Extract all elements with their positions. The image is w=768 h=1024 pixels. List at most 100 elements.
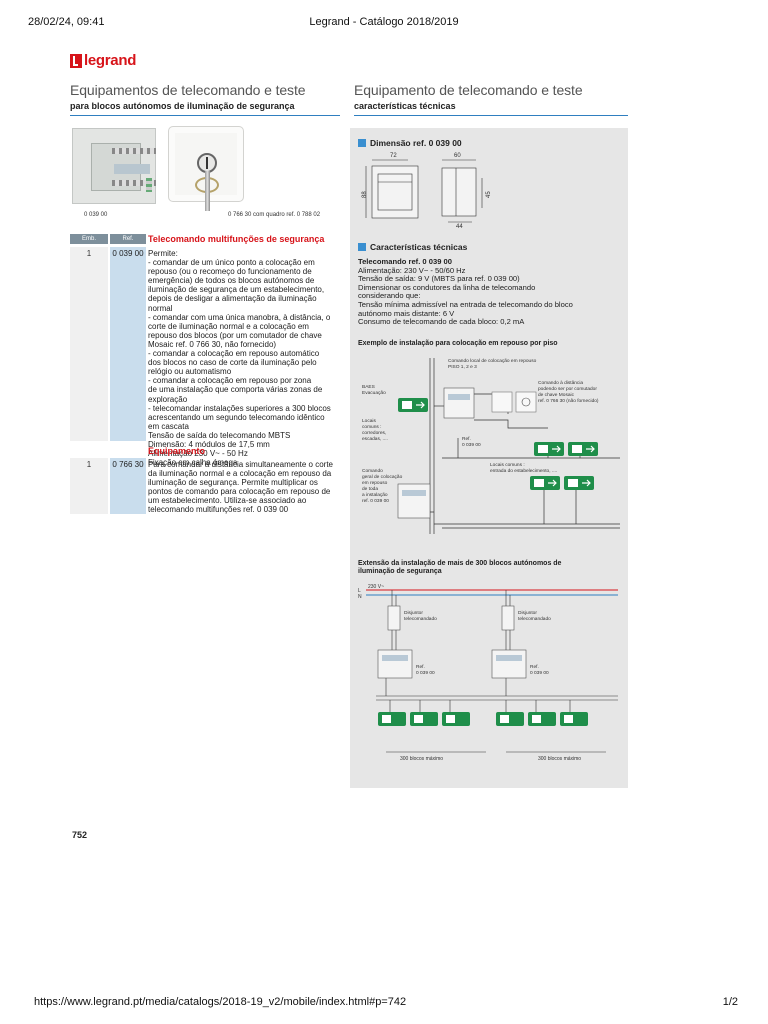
row2-description-line: telecomando multifunções ref. 0 039 00 xyxy=(148,505,289,515)
spec-line: Telecomando ref. 0 039 00 xyxy=(358,257,452,266)
row1-description-line: depois de desligar a alimentação da ilum… xyxy=(148,294,317,304)
row1-description-line: - comandar com uma única manobra, à dist… xyxy=(148,312,331,322)
image-caption-1: 0 039 00 xyxy=(84,212,108,218)
right-section-subtitle: características técnicas xyxy=(354,101,456,111)
row1-description-line: acrescentando um segundo telecomando idê… xyxy=(148,412,325,422)
label-common-places-entrance: Locais comuns : entrada do estabelecimen… xyxy=(490,462,557,474)
spec-line: Tensão mínima admissível na entrada de t… xyxy=(358,299,573,309)
specs-heading-text: Características técnicas xyxy=(370,242,468,252)
legrand-logo: legrand xyxy=(70,52,136,69)
row1-description-line: Permite: xyxy=(148,249,178,258)
row2-emb: 1 xyxy=(70,458,108,514)
label-common-places: Locais comuns : corredores, escadas, ...… xyxy=(362,418,388,442)
label-remote-command: Comando à distância podendo ser por comu… xyxy=(538,380,599,404)
dim-depth: 60 xyxy=(454,153,461,159)
telecommand-unit-a xyxy=(377,649,413,679)
row2-description-line: Para comandar à distância simultaneament… xyxy=(148,460,333,469)
dimension-heading-text: Dimensão ref. 0 039 00 xyxy=(370,138,462,148)
exit-sign-corridor-2 xyxy=(568,442,598,456)
row2-description-line: pontos de comando para colocação em repo… xyxy=(148,487,331,497)
spec-line: Tensão de saída: 9 V (MBTS para ref. 0 0… xyxy=(358,274,520,284)
row1-description-line: Dimensão: 4 módulos de 17,5 mm xyxy=(148,439,270,449)
technical-panel: Dimensão ref. 0 039 00 72 60 88 45 44 Ca… xyxy=(350,128,628,788)
row1-description-line: repouso (ou o recomeço do funcionamento … xyxy=(148,267,312,277)
exit-sign-corridor-1 xyxy=(534,442,564,456)
table-header-ref: Ref. xyxy=(110,234,146,244)
row1-description-line: - comandar de um único ponto a colocação… xyxy=(148,258,315,268)
example1-title: Exemplo de instalação para colocação em … xyxy=(358,340,558,347)
label-max-blocks-a: 300 blocos máximo xyxy=(400,756,443,762)
breaker-1 xyxy=(387,605,401,631)
page-number: 752 xyxy=(72,830,88,840)
label-general-command: Comando geral de colocação em repouso de… xyxy=(362,468,404,504)
spec-line: autónomo mais distante: 6 V xyxy=(358,308,455,318)
label-max-blocks-b: 300 blocos máximo xyxy=(538,756,581,762)
row1-description-line: Alimentação 230 V~ - 50 Hz xyxy=(148,449,248,459)
row1-description-line: Tensão de saída do telecomando MBTS xyxy=(148,430,291,440)
row1-description-line: - comandar a colocação em repouso por zo… xyxy=(148,376,312,386)
label-local-command: Comando local de colocação em repouso PI… xyxy=(448,358,538,370)
exit-sign-entrance-1 xyxy=(530,476,560,490)
row1-description-line: exploração xyxy=(148,394,188,404)
exit-sign-group-b xyxy=(496,712,588,726)
right-section-title: Equipamento de telecomando e teste xyxy=(354,82,583,98)
section-title-equipment: Equipamento xyxy=(148,446,206,456)
legrand-logo-text: legrand xyxy=(84,52,137,69)
legrand-logo-mark-icon xyxy=(70,53,82,68)
example2-title-line1: Extensão da instalação de mais de 300 bl… xyxy=(358,560,562,567)
row1-description-line: - telecomandar instalações superiores a … xyxy=(148,403,331,413)
row1-description-line: relógio ou automatismo xyxy=(148,367,232,377)
right-title-rule xyxy=(354,115,628,116)
left-section-title: Equipamentos de telecomando e teste xyxy=(70,82,306,98)
example2-title: Extensão da instalação de mais de 300 bl… xyxy=(358,560,561,576)
dimension-drawing: 72 60 88 45 44 xyxy=(362,153,492,228)
row1-description-line: iluminação de segurança de um estabeleci… xyxy=(148,285,325,295)
spec-line: Consumo de telecomando de cada bloco: 0,… xyxy=(358,317,525,327)
telecommand-unit-general xyxy=(397,483,431,519)
row1-description-line: - comandar a colocação em repouso automá… xyxy=(148,349,320,359)
label-ref-1: Ref. 0 039 00 xyxy=(462,436,481,448)
label-L: L xyxy=(358,588,361,594)
print-url[interactable]: https://www.legrand.pt/media/catalogs/20… xyxy=(34,996,407,1008)
example2-diagram: L N 230 V~ Disjuntor telecomandado Disju… xyxy=(358,584,618,762)
spec-line: Alimentação: 230 V~ - 50/60 Hz xyxy=(358,265,466,275)
spec-line: Dimensionar os condutores da linha de te… xyxy=(358,282,536,292)
row1-description-line: Mosaic ref. 0 766 30, não fornecido) xyxy=(148,339,277,349)
row1-description-line: em cascata xyxy=(148,421,189,431)
label-ref-a: Ref. 0 039 00 xyxy=(416,664,435,676)
print-title: Legrand - Catálogo 2018/2019 xyxy=(309,16,459,28)
row1-description-line: emergência) de todos os blocos autónomos… xyxy=(148,276,315,286)
exit-sign-group-a xyxy=(378,712,470,726)
exit-sign-baes xyxy=(398,398,428,412)
row1-description-line: Fixação em calha ómega xyxy=(148,458,238,468)
heading-square-icon xyxy=(358,139,366,147)
row2-description-line: da iluminação normal e a colocação em re… xyxy=(148,469,332,479)
local-switch xyxy=(491,391,513,413)
example2-title-line2: iluminação de segurança xyxy=(358,568,442,575)
row1-description-line: repouso dos blocos (por um comutador de … xyxy=(148,330,322,340)
table-header-emb: Emb. xyxy=(70,234,108,244)
label-N: N xyxy=(358,594,362,600)
row2-description-line: iluminação de segurança. Permite multipl… xyxy=(148,478,318,488)
left-title-rule xyxy=(70,115,340,116)
row1-description: Permite:- comandar de um único ponto a c… xyxy=(148,249,348,467)
dim-width: 72 xyxy=(390,153,397,159)
telecommand-device-image xyxy=(72,128,156,204)
key-switch-remote xyxy=(515,391,537,413)
left-section-subtitle: para blocos autónomos de iluminação de s… xyxy=(70,101,295,111)
row1-emb: 1 xyxy=(70,247,108,441)
row2-description: Para comandar à distância simultaneament… xyxy=(148,460,348,515)
exit-sign-entrance-2 xyxy=(564,476,594,490)
print-datetime: 28/02/24, 09:41 xyxy=(28,16,105,28)
label-breaker-2: Disjuntor telecomandado xyxy=(518,610,551,622)
spec-line: considerando que: xyxy=(358,291,421,301)
label-voltage: 230 V~ xyxy=(368,584,384,590)
row1-description-line: corte de iluminação normal e a colocação… xyxy=(148,321,309,331)
row2-description-line: um estabelecimento. Utiliza-se associado… xyxy=(148,496,307,506)
row1-description-line: de uma instalação que comporta várias zo… xyxy=(148,385,323,395)
dim-module: 44 xyxy=(456,224,463,228)
row1-description-line: dos blocos no caso de corte da iluminaçã… xyxy=(148,358,317,368)
label-ref-b: Ref. 0 039 00 xyxy=(530,664,549,676)
telecommand-unit-b xyxy=(491,649,527,679)
